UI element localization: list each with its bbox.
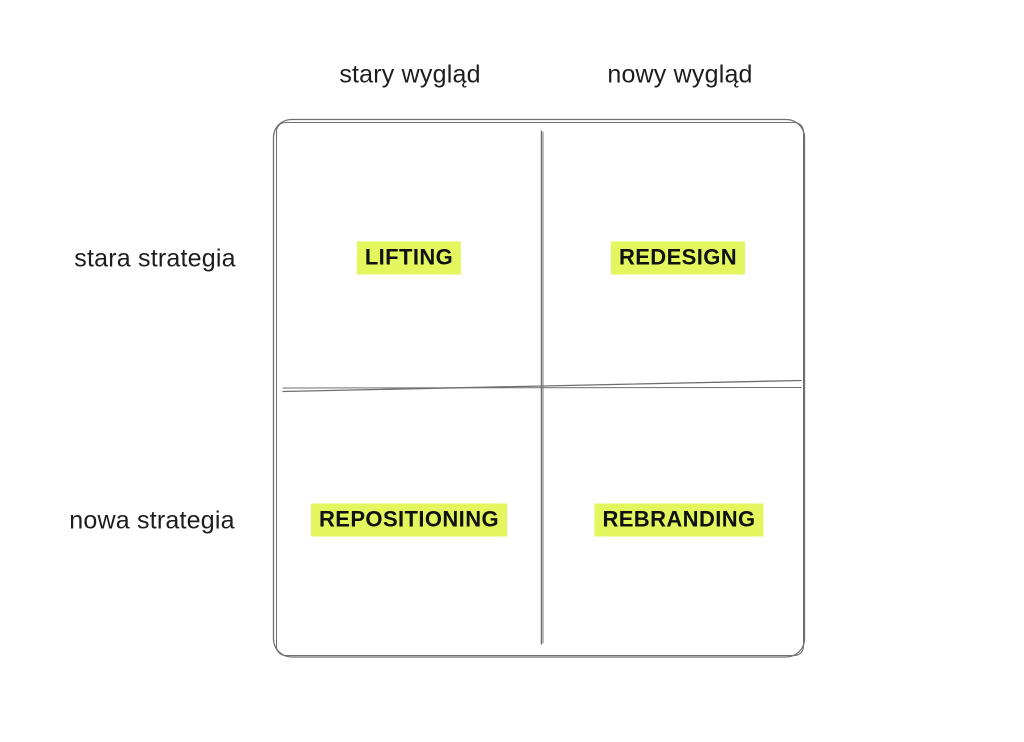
row-header-old-strategy: stara strategia bbox=[74, 244, 236, 273]
column-header-new-look: nowy wygląd bbox=[607, 60, 753, 89]
matrix-border-outer bbox=[272, 118, 806, 658]
row-header-new-strategy: nowa strategia bbox=[69, 506, 235, 535]
quadrant-label-repositioning: REPOSITIONING bbox=[311, 503, 507, 537]
column-header-old-look: stary wygląd bbox=[339, 60, 481, 89]
quadrant-label-redesign: REDESIGN bbox=[610, 241, 746, 275]
matrix-border-inner bbox=[276, 122, 804, 656]
quadrant-label-lifting: LIFTING bbox=[356, 241, 462, 275]
matrix-horizontal-divider bbox=[282, 379, 802, 393]
quadrant-label-rebranding: REBRANDING bbox=[594, 503, 764, 537]
